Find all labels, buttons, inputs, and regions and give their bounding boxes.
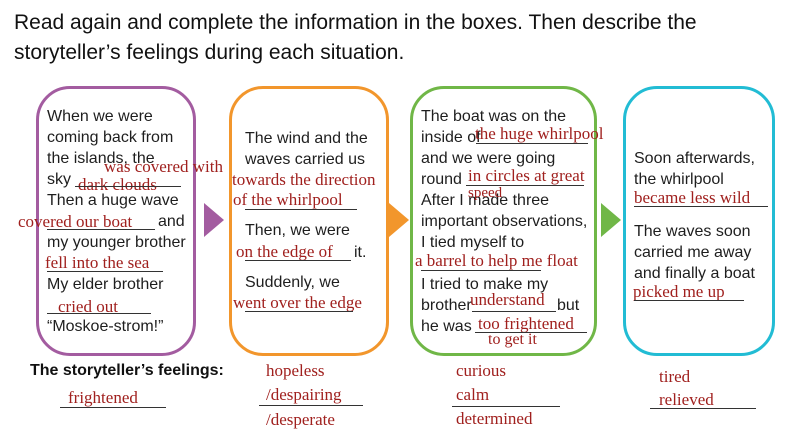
blank-line <box>245 260 351 261</box>
answer: towards the direction <box>232 170 376 189</box>
box3-line: The boat was on the <box>421 108 566 125</box>
box-3 <box>410 86 597 356</box>
box1-line: “Moskoe-strom!” <box>47 318 164 335</box>
answer: a barrel to help me float <box>415 251 578 270</box>
feeling-answer: /desperate <box>266 410 335 429</box>
box3-line: I tried to make my <box>421 276 549 293</box>
blank-line <box>634 300 744 301</box>
box1-line: coming back from <box>47 129 174 146</box>
box1-line: My elder brother <box>47 276 164 293</box>
blank-line <box>452 406 560 407</box>
answer: fell into the sea <box>45 253 150 272</box>
answer: cried out <box>58 297 118 316</box>
box-2 <box>229 86 389 356</box>
box2-line: waves carried us <box>245 151 366 168</box>
answer: went over the edge <box>233 293 362 312</box>
arrow-right-icon <box>204 203 224 237</box>
box4-line: and finally a boat <box>634 265 755 282</box>
box2-line: Suddenly, we <box>245 274 340 291</box>
feelings-label: The storyteller’s feelings: <box>30 362 224 379</box>
arrow-right-icon <box>389 203 409 237</box>
answer: to get it <box>488 331 537 348</box>
box4-line: Soon afterwards, <box>634 150 755 167</box>
answer: dark clouds <box>78 175 157 194</box>
answer: picked me up <box>633 282 725 301</box>
answer: covered our boat <box>18 212 133 231</box>
feeling-answer: curious <box>456 361 507 380</box>
box3-line: he was <box>421 318 472 335</box>
answer: understand <box>470 290 545 309</box>
blank-line <box>421 270 541 271</box>
blank-line <box>245 311 353 312</box>
box3-line: I tied myself to <box>421 234 525 251</box>
box3-line: inside of <box>421 129 481 146</box>
box1-line: and <box>158 213 185 230</box>
arrow-right-icon <box>601 203 621 237</box>
blank-line <box>47 229 155 230</box>
blank-line <box>60 407 166 408</box>
box1-line: sky <box>47 171 71 188</box>
blank-line <box>475 332 587 333</box>
box3-line: round <box>421 171 462 188</box>
answer: was covered with <box>104 157 223 176</box>
box4-line: the whirlpool <box>634 171 724 188</box>
instruction-line-2: storyteller’s feelings during each situa… <box>14 41 405 64</box>
blank-line <box>634 206 768 207</box>
box3-line: brother <box>421 297 472 314</box>
blank-line <box>47 313 151 314</box>
box3-line: After I made three <box>421 192 550 209</box>
feeling-answer: tired <box>659 367 691 386</box>
instruction: Read again and complete the information … <box>14 8 784 68</box>
blank-line <box>259 405 363 406</box>
answer: too frightened <box>478 314 574 333</box>
blank-line <box>47 271 163 272</box>
answer: in circles at great <box>468 166 585 185</box>
answer: the huge whirlpool <box>475 124 604 143</box>
answer: speed <box>468 185 503 201</box>
blank-line <box>472 311 556 312</box>
feeling-answer: hopeless <box>266 361 325 380</box>
box-1 <box>36 86 196 356</box>
box2-line: it. <box>354 244 367 261</box>
box3-line: but <box>557 297 580 314</box>
box1-line: When we were <box>47 108 153 125</box>
answer: on the edge of <box>236 242 333 261</box>
box3-line: important observations, <box>421 213 588 230</box>
box1-line: Then a huge wave <box>47 192 179 209</box>
box2-line: The wind and the <box>245 130 368 147</box>
box-4 <box>623 86 775 356</box>
box4-line: The waves soon <box>634 223 751 240</box>
feeling-answer: /despairing <box>266 385 342 404</box>
feeling-answer: frightened <box>68 388 138 407</box>
feeling-answer: calm <box>456 385 490 404</box>
box3-line: and we were going <box>421 150 556 167</box>
box1-line: the islands, the <box>47 150 155 167</box>
answer: of the whirlpool <box>233 190 343 209</box>
instruction-line-1: Read again and complete the information … <box>14 11 697 34</box>
blank-line <box>476 143 588 144</box>
box1-line: my younger brother <box>47 234 186 251</box>
blank-line <box>75 186 181 187</box>
answer: became less wild <box>634 188 751 207</box>
blank-line <box>650 408 756 409</box>
feeling-answer: relieved <box>659 390 714 409</box>
box4-line: carried me away <box>634 244 752 261</box>
feeling-answer: determined <box>456 409 533 428</box>
blank-line <box>466 185 584 186</box>
blank-line <box>245 209 357 210</box>
box2-line: Then, we were <box>245 222 350 239</box>
